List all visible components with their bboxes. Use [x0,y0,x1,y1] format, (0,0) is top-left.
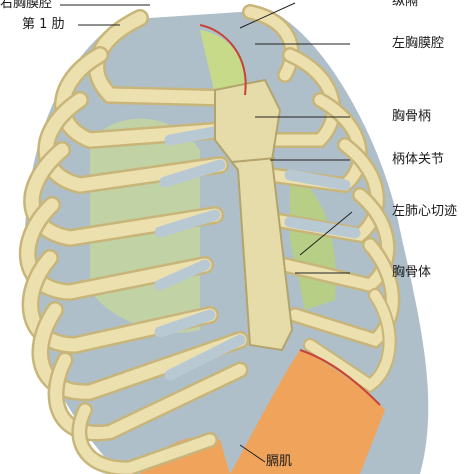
label-manubrium: 胸骨柄 [392,109,432,124]
ribs [18,4,401,474]
label-first-rib: 第 1 肋 [22,17,65,32]
diaphragm-muscle [230,350,385,474]
label-sternum-body: 胸骨体 [392,265,432,280]
lower-vessel-outline [299,349,381,406]
vessel-outline [199,24,247,96]
label-diaphragm: 膈肌 [266,454,293,469]
label-right-pleural-cavity: 右胸膜腔 [0,0,53,11]
label-sternal-angle: 柄体关节 [392,152,445,167]
sternum [214,78,294,352]
costal-cartilages [154,124,361,381]
label-cardiac-notch: 左肺心切迹 [392,204,458,219]
label-left-pleural-cavity: 左胸膜腔 [392,36,445,51]
left-upper-pleura [200,30,246,95]
sternal-angle-line [231,157,276,163]
label-pleura-cupula: 纵隔 [392,0,419,9]
leader-lines [60,2,353,463]
